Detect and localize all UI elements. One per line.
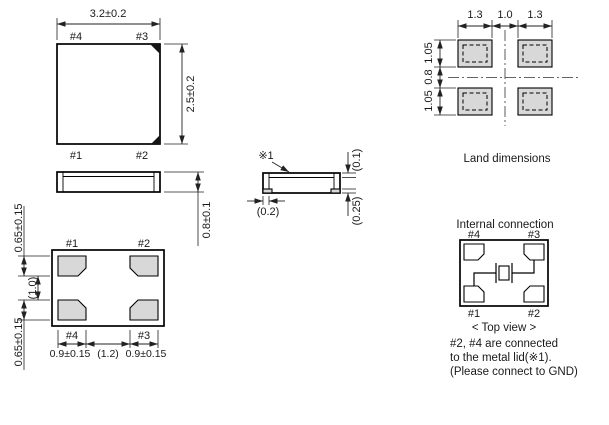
internal-pad-4: [463, 243, 485, 261]
top-view-caption: < Top view >: [472, 322, 537, 334]
topview-pin3-label: #3: [136, 31, 148, 43]
lid-pointer-arrow: [271, 161, 290, 173]
bottomview-pin2-label: #2: [138, 238, 150, 250]
topview-width-dim: 3.2±0.2: [90, 8, 127, 20]
land-dim-top-left: 1.3: [467, 9, 482, 21]
package-body-top: [56, 43, 161, 145]
land-dim-left-mid: 0.8: [423, 69, 435, 84]
terminal-pad-left: [262, 188, 273, 194]
lid-thickness-dim: (0.1): [351, 149, 363, 172]
bottomview-pin3-label: #3: [138, 330, 150, 342]
bottom-view-drawing: #1 #2 #4 #3 0.65±0.15 (1.0) 0.65±0.15 0.…: [13, 204, 167, 370]
crystal-symbol: [498, 265, 510, 281]
land-dim-left-top: 1.05: [423, 42, 435, 63]
bottom-pad-1: [57, 255, 87, 277]
internal-pin2-label: #2: [528, 308, 540, 320]
metal-lid-ref-label: ※1: [258, 150, 273, 162]
terminal-pad-right: [330, 188, 341, 194]
land-dimensions-title: Land dimensions: [464, 153, 551, 165]
top-view-drawing: 3.2±0.2 2.5±0.2 #4 #3 #1 #2: [56, 8, 197, 162]
topview-height-dim: 2.5±0.2: [185, 76, 197, 113]
internal-connection-drawing: Internal connection #4 #3 #1 #2 < Top vi…: [450, 219, 578, 378]
internal-pad-3: [523, 243, 545, 261]
topview-pin1-label: #1: [70, 150, 82, 162]
bottomview-pad-height-top-dim: 0.65±0.15: [13, 204, 25, 253]
land-dim-top-mid: 1.0: [497, 9, 512, 21]
internal-pin3-label: #3: [528, 229, 540, 241]
bottomview-mid-dim: (1.2): [97, 348, 119, 360]
corner-mark: [151, 135, 160, 144]
internal-pin4-label: #4: [468, 229, 480, 241]
package-body-section: [262, 172, 341, 194]
pad-thickness-dim: (0.25): [351, 197, 363, 226]
land-dim-top-right: 1.3: [527, 9, 542, 21]
internal-connection-title: Internal connection: [456, 219, 553, 231]
cross-section-drawing: ※1 (0.1) (0.25) (0.2): [247, 149, 363, 226]
bottomview-pad-height-bottom-dim: 0.65±0.15: [13, 318, 25, 367]
end-width-dim: (0.2): [257, 206, 280, 218]
gnd-note-line1: #2, #4 are connected: [450, 338, 558, 350]
internal-pad-2: [523, 285, 545, 303]
gnd-note-line2: to the metal lid(※1).: [450, 352, 552, 364]
corner-index-mark: [150, 44, 160, 54]
bottom-pad-3: [129, 299, 159, 321]
bottomview-pad-width-left-dim: 0.9±0.15: [50, 348, 91, 360]
topview-pin2-label: #2: [136, 150, 148, 162]
bottom-pad-2: [129, 255, 159, 277]
lead-to-pin3: [512, 260, 535, 274]
sideview-height-dim: 0.8±0.1: [201, 202, 213, 239]
internal-pin1-label: #1: [468, 308, 480, 320]
bottom-pad-4: [57, 299, 87, 321]
land-dim-left-bottom: 1.05: [423, 90, 435, 111]
land-pattern-drawing: 1.3 1.0 1.3 1.05 0.8 1.05 Land dimension…: [423, 9, 580, 165]
bottomview-gap-dim: (1.0): [27, 277, 39, 300]
bottomview-pin4-label: #4: [66, 330, 78, 342]
bottomview-pin1-label: #1: [66, 238, 78, 250]
topview-pin4-label: #4: [70, 31, 82, 43]
internal-pad-1: [463, 285, 485, 303]
bottomview-pad-width-right-dim: 0.9±0.15: [126, 348, 167, 360]
lead-to-pin1: [473, 272, 496, 286]
side-view-drawing: 0.8±0.1: [56, 171, 213, 246]
package-body-side: [56, 171, 161, 193]
gnd-note-line3: (Please connect to GND): [450, 366, 578, 378]
